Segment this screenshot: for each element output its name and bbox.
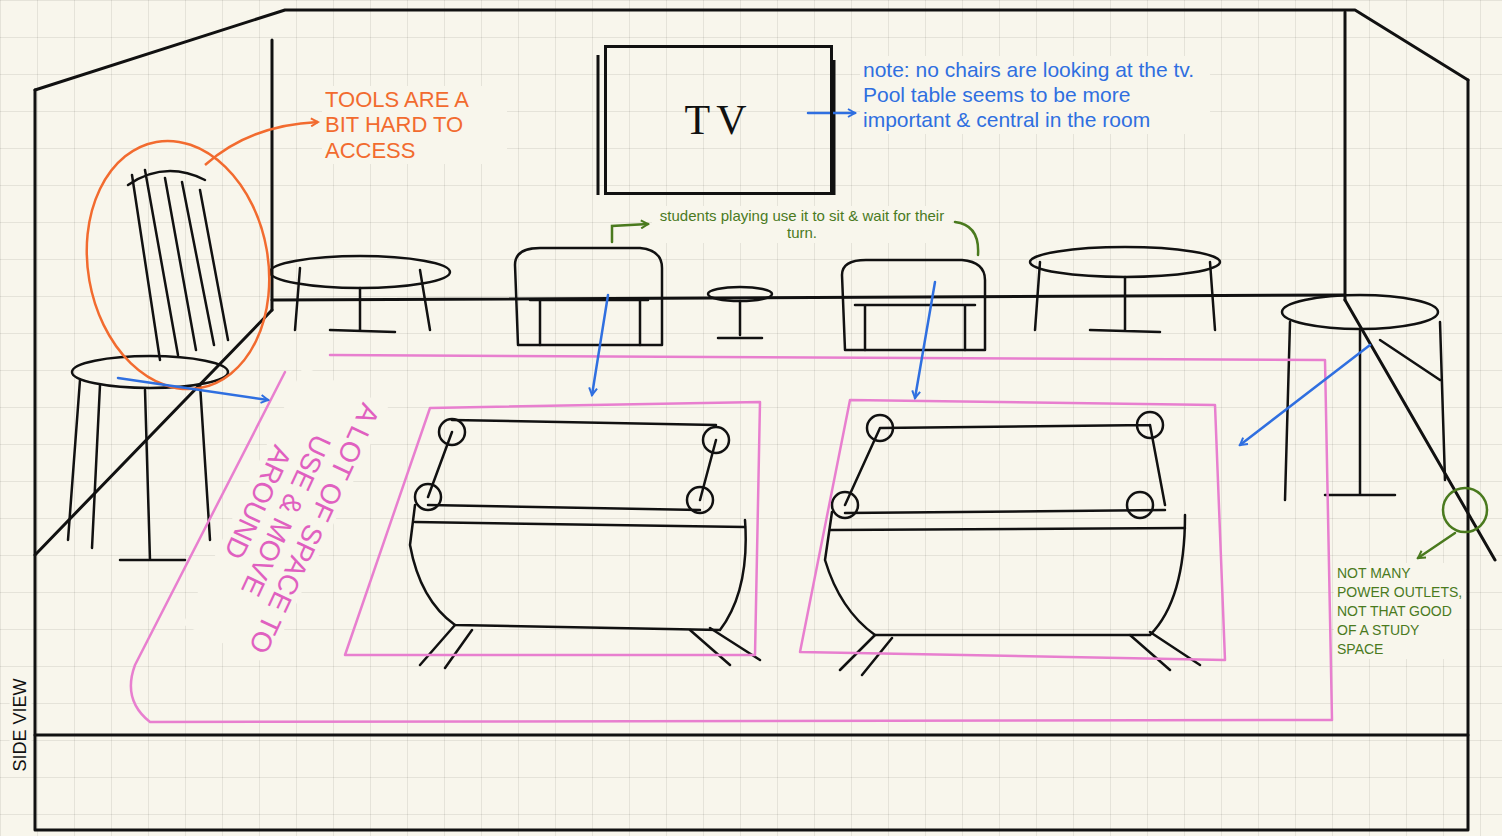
tv-frame — [598, 55, 834, 195]
armchair-note: students playing use it to sit & wait fo… — [652, 206, 952, 243]
outlet-note: NOT MANY POWER OUTLETS, NOT THAT GOOD OF… — [1334, 563, 1466, 659]
tv-label: TV — [685, 96, 753, 144]
tv-box: TV — [604, 45, 833, 195]
view-label: SIDE VIEW — [10, 675, 32, 774]
tv-note: note: no chairs are looking at the tv. P… — [860, 56, 1210, 134]
open-space-outline — [131, 355, 1332, 722]
furniture — [68, 170, 1445, 675]
tools-note: TOOLS ARE A BIT HARD TO ACCESS — [322, 86, 507, 164]
walls — [35, 10, 1495, 830]
tools-callout — [68, 122, 318, 404]
green-callouts — [612, 222, 1487, 558]
